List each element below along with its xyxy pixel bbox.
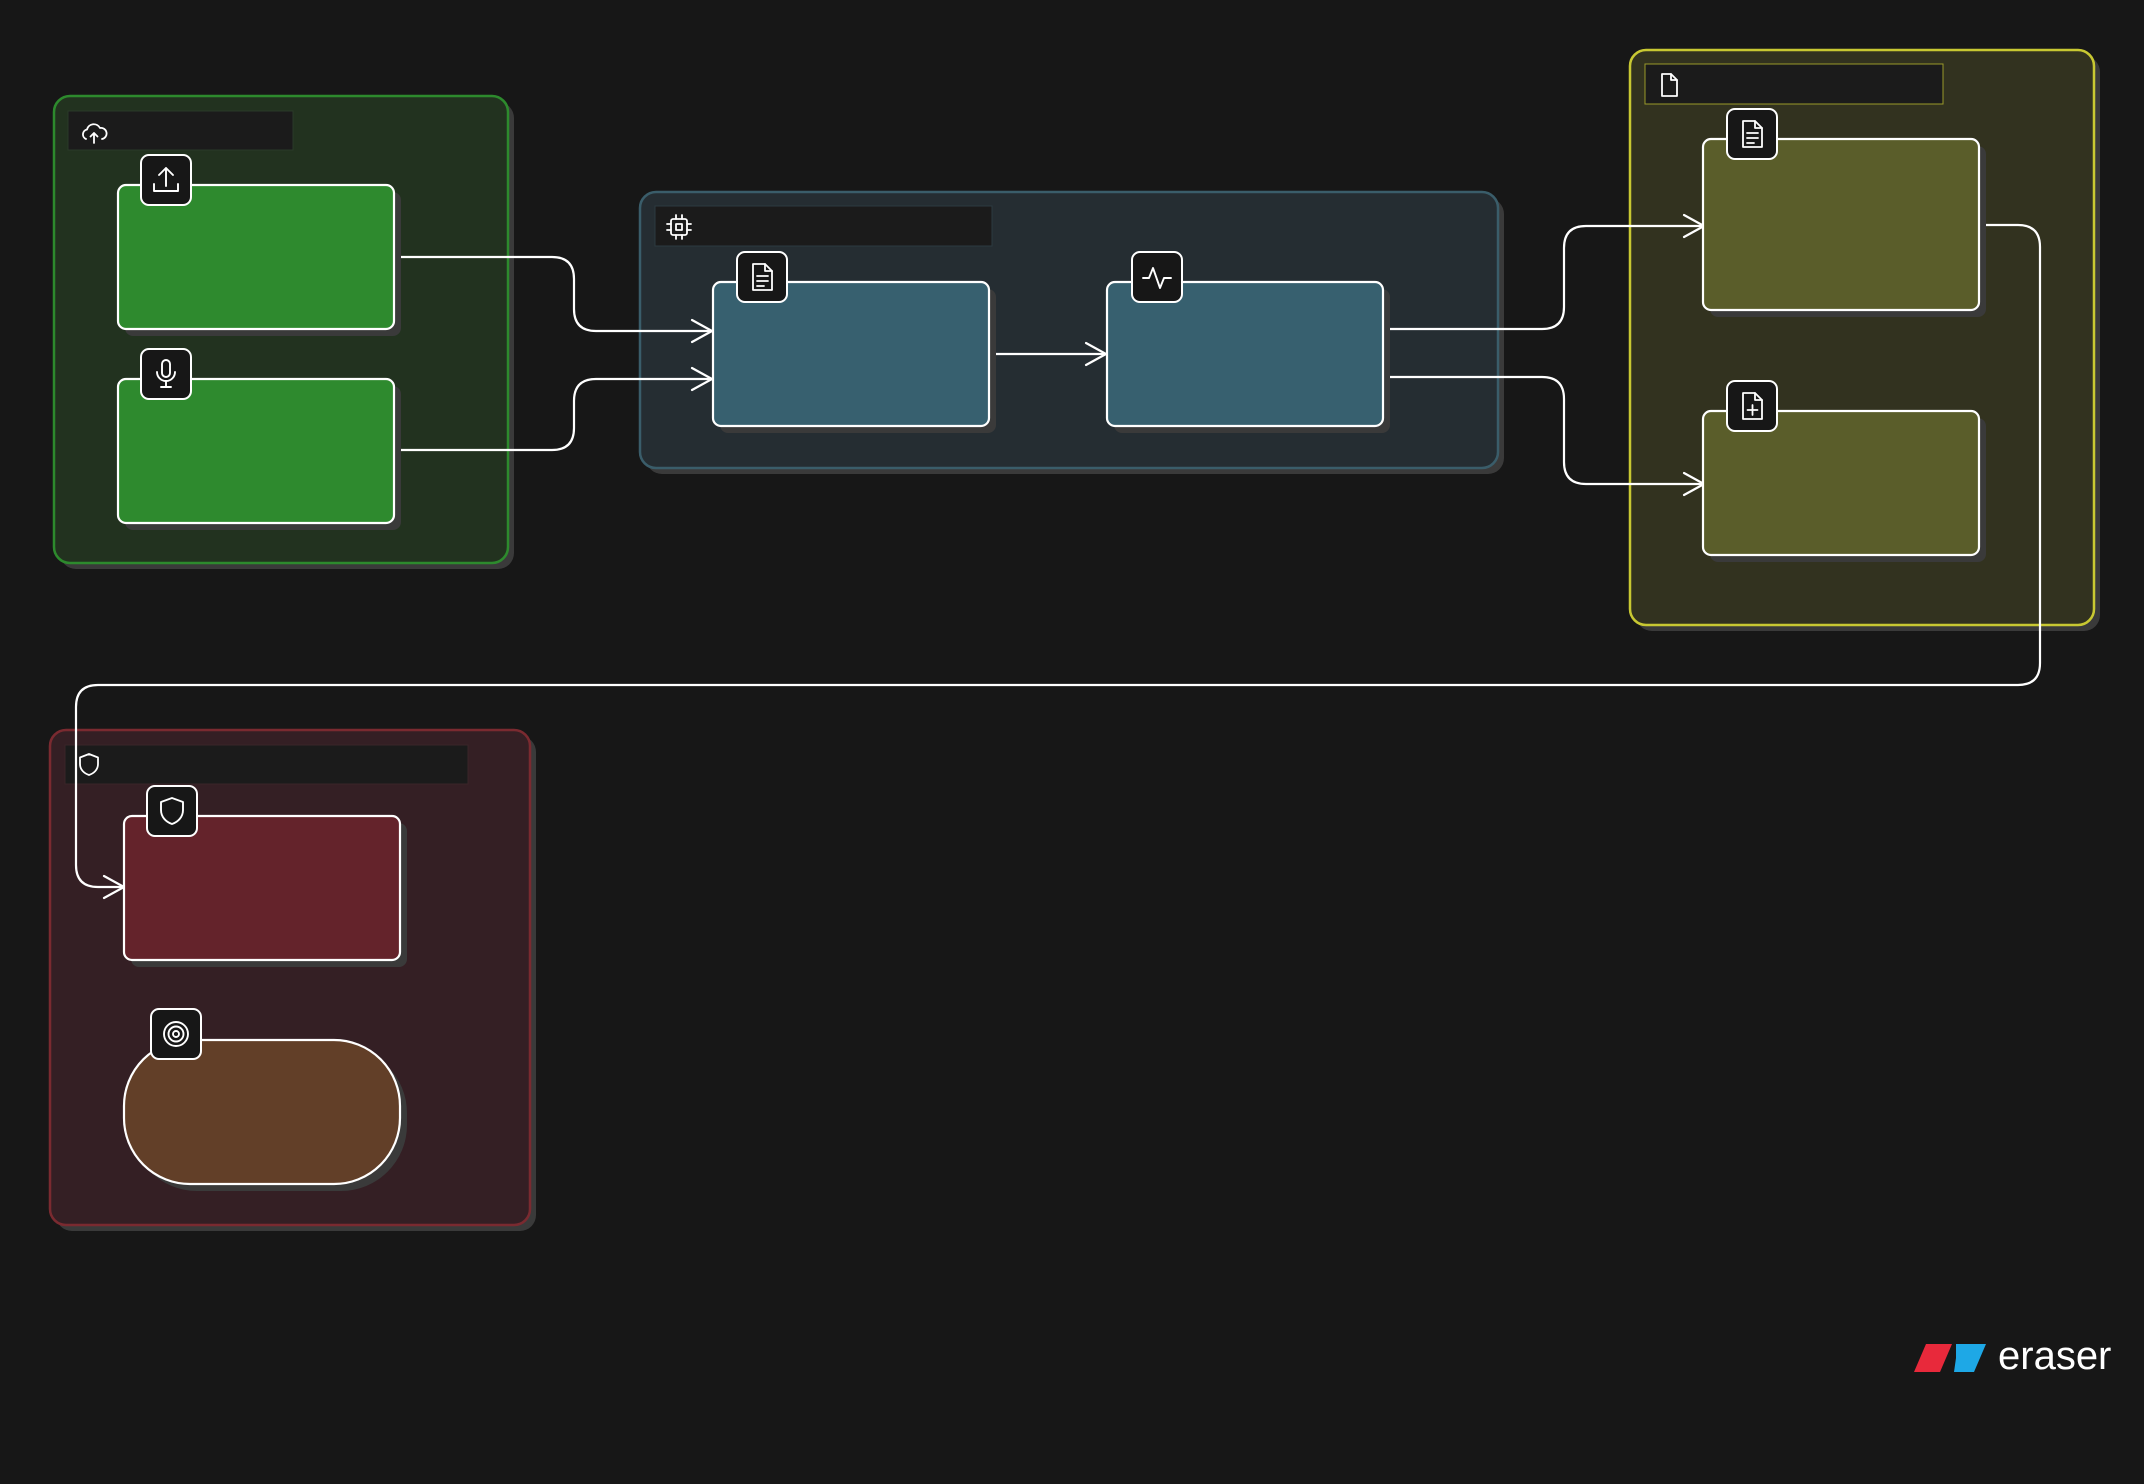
file-text-icon: [1742, 120, 1763, 148]
node-target-box[interactable]: [122, 1038, 402, 1186]
node-shield-box[interactable]: [122, 814, 402, 962]
group-security-label-bar[interactable]: [64, 744, 469, 785]
cloud-upload-icon: [82, 123, 108, 144]
activity-icon: [1142, 267, 1172, 289]
edges: [74, 213, 2042, 900]
edge-activity-to-new-file[interactable]: [1382, 375, 1706, 486]
file-plus-icon: [1742, 392, 1763, 420]
node-upload-box[interactable]: [116, 183, 396, 331]
cpu-icon: [666, 214, 692, 240]
group-input-label-bar[interactable]: [67, 110, 294, 151]
node-activity[interactable]: [1105, 251, 1390, 433]
node-microphone-icon-badge: [140, 348, 192, 400]
eraser-brand[interactable]: eraser: [1914, 1334, 2111, 1378]
edge-activity-to-report[interactable]: [1382, 224, 1706, 331]
shield-icon: [79, 753, 99, 776]
node-upload[interactable]: [116, 154, 401, 336]
node-report-box[interactable]: [1701, 137, 1981, 312]
node-document-box[interactable]: [711, 280, 991, 428]
target-icon: [163, 1021, 189, 1047]
node-microphone[interactable]: [116, 348, 401, 530]
node-report[interactable]: [1701, 108, 1986, 317]
node-new-file-box[interactable]: [1701, 409, 1981, 557]
node-microphone-box[interactable]: [116, 377, 396, 525]
node-target-icon-badge: [150, 1008, 202, 1060]
edge-microphone-to-document[interactable]: [392, 377, 714, 452]
edge-upload-to-document[interactable]: [392, 255, 714, 333]
group-output-label-bar[interactable]: [1644, 63, 1944, 105]
microphone-icon: [156, 359, 176, 388]
edge-report-to-shield[interactable]: [74, 223, 2042, 889]
node-document-icon-badge: [736, 251, 788, 303]
eraser-wordmark: eraser: [1998, 1334, 2111, 1378]
file-text-icon: [752, 263, 773, 291]
node-new-file[interactable]: [1701, 380, 1986, 562]
shield-icon: [160, 797, 184, 825]
node-activity-box[interactable]: [1105, 280, 1385, 428]
eraser-logo-icon: [1914, 1344, 1986, 1372]
file-icon: [1661, 73, 1678, 97]
node-shield[interactable]: [122, 785, 407, 967]
group-processing-label-bar[interactable]: [654, 205, 993, 247]
node-target[interactable]: [122, 1008, 407, 1191]
node-shield-icon-badge: [146, 785, 198, 837]
upload-icon: [153, 167, 179, 192]
node-document[interactable]: [711, 251, 996, 433]
node-report-icon-badge: [1726, 108, 1778, 160]
